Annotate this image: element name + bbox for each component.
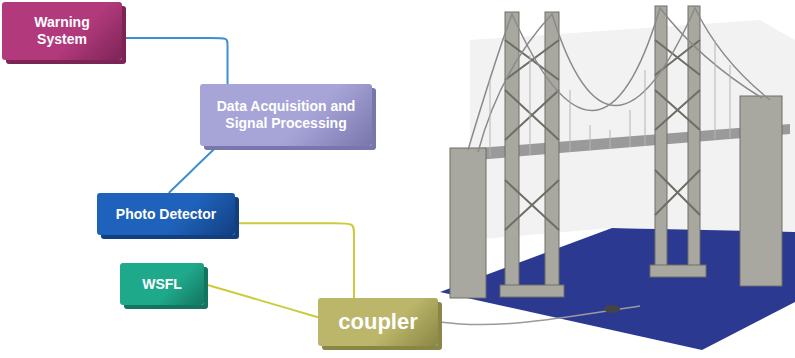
box-label: Warning System <box>9 14 115 48</box>
sensor-head <box>604 305 620 313</box>
tower-footing <box>500 285 564 297</box>
left-anchorage <box>450 148 486 298</box>
process-box: Data Acquisition and Signal Processing <box>200 84 372 146</box>
process-box: WSFL <box>120 263 204 305</box>
tower-leg <box>545 12 559 290</box>
cable-connector <box>122 38 228 84</box>
box-label: Photo Detector <box>116 206 216 223</box>
suspenders <box>490 40 730 157</box>
optical-fiber <box>440 306 640 325</box>
cable-connector <box>169 146 217 193</box>
main-cable <box>478 8 770 152</box>
process-box: coupler <box>318 298 438 346</box>
right-anchorage <box>740 96 782 286</box>
tower-bracing <box>655 40 700 215</box>
main-cable <box>468 8 762 150</box>
cable-connector <box>235 223 354 298</box>
box-label: coupler <box>338 309 417 335</box>
bridge-deck <box>452 124 790 162</box>
process-box: Warning System <box>2 2 122 60</box>
process-box: Photo Detector <box>97 193 235 235</box>
tower-leg <box>505 12 519 290</box>
tower-bracing <box>505 40 559 230</box>
box-label: WSFL <box>142 276 182 293</box>
cable-connector <box>204 284 318 317</box>
box-label: Data Acquisition and Signal Processing <box>207 98 365 132</box>
tower-footing <box>650 265 706 277</box>
